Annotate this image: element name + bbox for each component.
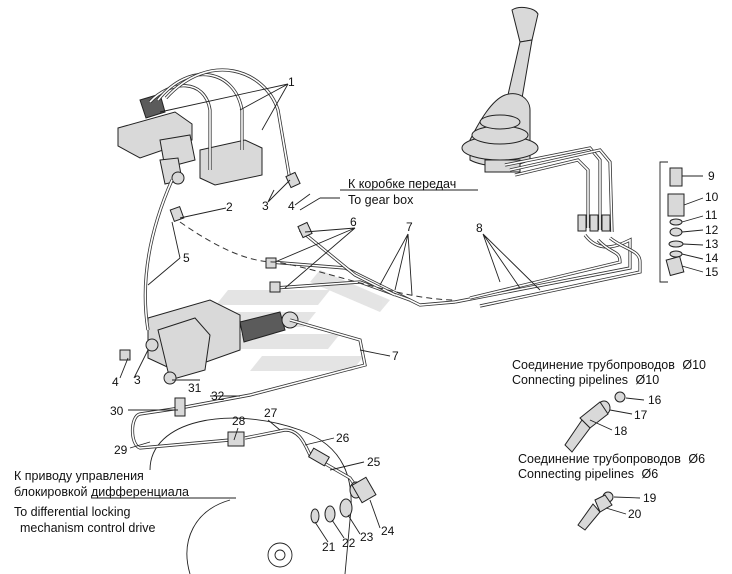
callout-28: 28 bbox=[232, 414, 246, 428]
callout-14: 14 bbox=[705, 251, 719, 265]
note-pipe6-ru-text: Соединение трубопроводов bbox=[518, 452, 681, 466]
callout-17: 17 bbox=[634, 408, 648, 422]
callout-11: 11 bbox=[705, 208, 718, 222]
note-gearbox-en: To gear box bbox=[348, 193, 414, 207]
note-gearbox-ru: К коробке передач bbox=[348, 177, 456, 191]
pipeline-5 bbox=[143, 179, 174, 331]
callout-13: 13 bbox=[705, 237, 719, 251]
callout-23: 23 bbox=[360, 530, 374, 544]
note-pipe6-en-text: Connecting pipelines bbox=[518, 467, 634, 481]
note-pipe10-ru-dia: 10 bbox=[692, 358, 706, 372]
note-pipe6-en-symbol: Ø bbox=[642, 467, 652, 481]
note-pipe10-en: Connecting pipelines Ø10 bbox=[512, 373, 659, 387]
fitting-exploded-9-15 bbox=[659, 161, 685, 283]
connection-6mm-detail bbox=[577, 491, 614, 531]
callout-4-top: 4 bbox=[288, 199, 295, 213]
leader-lines bbox=[92, 83, 704, 543]
callout-19: 19 bbox=[643, 491, 657, 505]
pipelines-1 bbox=[148, 68, 292, 181]
callout-29: 29 bbox=[114, 443, 128, 457]
callout-27: 27 bbox=[264, 406, 278, 420]
note-pipe6-en: Connecting pipelines Ø6 bbox=[518, 467, 658, 481]
note-diff-en-1: To differential locking bbox=[14, 505, 131, 519]
callout-8: 8 bbox=[476, 221, 483, 235]
pipelines-to-valves bbox=[504, 146, 614, 233]
note-pipe10-ru-text: Соединение трубопроводов bbox=[512, 358, 675, 372]
note-diff-ru-2: блокировкой дифференциала bbox=[14, 485, 189, 499]
control-valve-block bbox=[117, 93, 263, 186]
callout-22: 22 bbox=[342, 536, 356, 550]
callout-7-top: 7 bbox=[406, 220, 413, 234]
pipelines-8 bbox=[454, 233, 642, 308]
note-pipe6-en-dia: 6 bbox=[651, 467, 658, 481]
fittings bbox=[119, 171, 611, 524]
callout-16: 16 bbox=[648, 393, 662, 407]
pipeline-29-30 bbox=[130, 406, 231, 450]
callout-30: 30 bbox=[110, 404, 124, 418]
callout-6: 6 bbox=[350, 215, 357, 229]
clutch-cylinder bbox=[145, 299, 299, 385]
callout-24: 24 bbox=[381, 524, 395, 538]
note-pipe6-ru-symbol: Ø bbox=[688, 452, 698, 466]
note-pipe10-en-dia: 10 bbox=[645, 373, 659, 387]
note-pipe10-en-text: Connecting pipelines bbox=[512, 373, 628, 387]
callout-32: 32 bbox=[211, 389, 225, 403]
pipeline-7-lower bbox=[179, 318, 367, 410]
note-pipe10-ru: Соединение трубопроводов Ø10 bbox=[512, 358, 706, 372]
hidden-line bbox=[179, 221, 456, 301]
note-pipe10-en-symbol: Ø bbox=[636, 373, 646, 387]
gear-lever bbox=[461, 6, 539, 173]
callout-9: 9 bbox=[708, 169, 715, 183]
callout-4-bottom: 4 bbox=[112, 375, 119, 389]
callout-3-top: 3 bbox=[262, 199, 269, 213]
callout-31: 31 bbox=[188, 381, 202, 395]
callout-3-bottom: 3 bbox=[134, 373, 141, 387]
callout-18: 18 bbox=[614, 424, 628, 438]
callout-10: 10 bbox=[705, 190, 719, 204]
callout-26: 26 bbox=[336, 431, 350, 445]
callout-21: 21 bbox=[322, 540, 336, 554]
callout-20: 20 bbox=[628, 507, 642, 521]
callout-25: 25 bbox=[367, 455, 381, 469]
callout-5: 5 bbox=[183, 251, 190, 265]
note-pipe6-ru-dia: 6 bbox=[698, 452, 705, 466]
callout-7-bottom: 7 bbox=[392, 349, 399, 363]
note-pipe6-ru: Соединение трубопроводов Ø6 bbox=[518, 452, 705, 466]
connection-10mm-detail bbox=[564, 391, 626, 453]
callout-1: 1 bbox=[288, 75, 295, 89]
annotation-notes: К коробке передач To gear box К приводу … bbox=[14, 177, 706, 535]
note-diff-ru-1: К приводу управления bbox=[14, 469, 144, 483]
note-pipe10-ru-symbol: Ø bbox=[682, 358, 692, 372]
callout-numbers: 1 2 3 4 5 6 7 8 7 9 10 11 12 13 14 15 16… bbox=[110, 75, 719, 554]
callout-2: 2 bbox=[226, 200, 233, 214]
callout-15: 15 bbox=[705, 265, 719, 279]
callout-12: 12 bbox=[705, 223, 719, 237]
note-diff-en-2: mechanism control drive bbox=[20, 521, 156, 535]
